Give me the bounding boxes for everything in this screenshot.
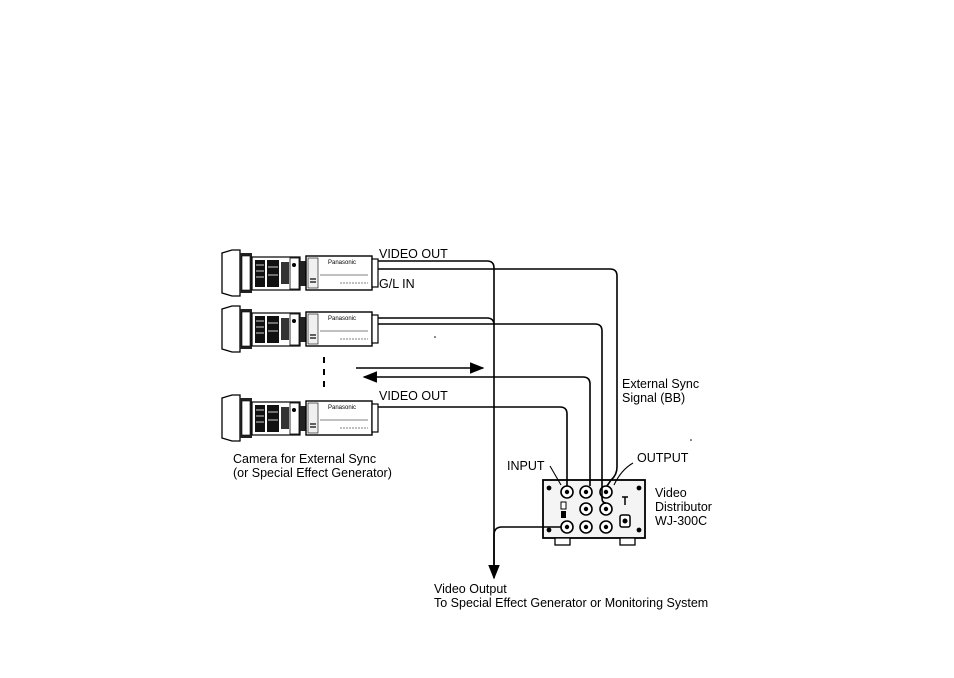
camera-ext-sync-label-line2: (or Special Effect Generator) [233, 466, 392, 480]
distributor-label-line1: Video [655, 486, 687, 500]
video-output-label-line1: Video Output [434, 582, 507, 596]
cable-external-sync-video-out [378, 407, 567, 486]
distributor-label-line2: Distributor [655, 500, 712, 514]
video-out-label-bottom: VIDEO OUT [379, 389, 448, 403]
external-sync-label-line1: External Sync [622, 377, 699, 391]
camera-external-sync [222, 395, 378, 441]
video-out-label-top: VIDEO OUT [379, 247, 448, 261]
gl-in-label: G/L IN [379, 277, 415, 291]
input-label: INPUT [507, 459, 545, 473]
external-sync-label-line2: Signal (BB) [622, 391, 685, 405]
distributor-model-label: WJ-300C [655, 514, 707, 528]
output-label: OUTPUT [637, 451, 688, 465]
cable-video-out-1 [378, 261, 494, 568]
video-distributor-unit [543, 480, 645, 545]
camera-2 [222, 306, 378, 352]
camera-1 [222, 250, 378, 296]
cable-gl-in-2 [378, 324, 606, 503]
video-output-label-line2: To Special Effect Generator or Monitorin… [434, 596, 708, 610]
camera-ext-sync-label-line1: Camera for External Sync [233, 452, 376, 466]
